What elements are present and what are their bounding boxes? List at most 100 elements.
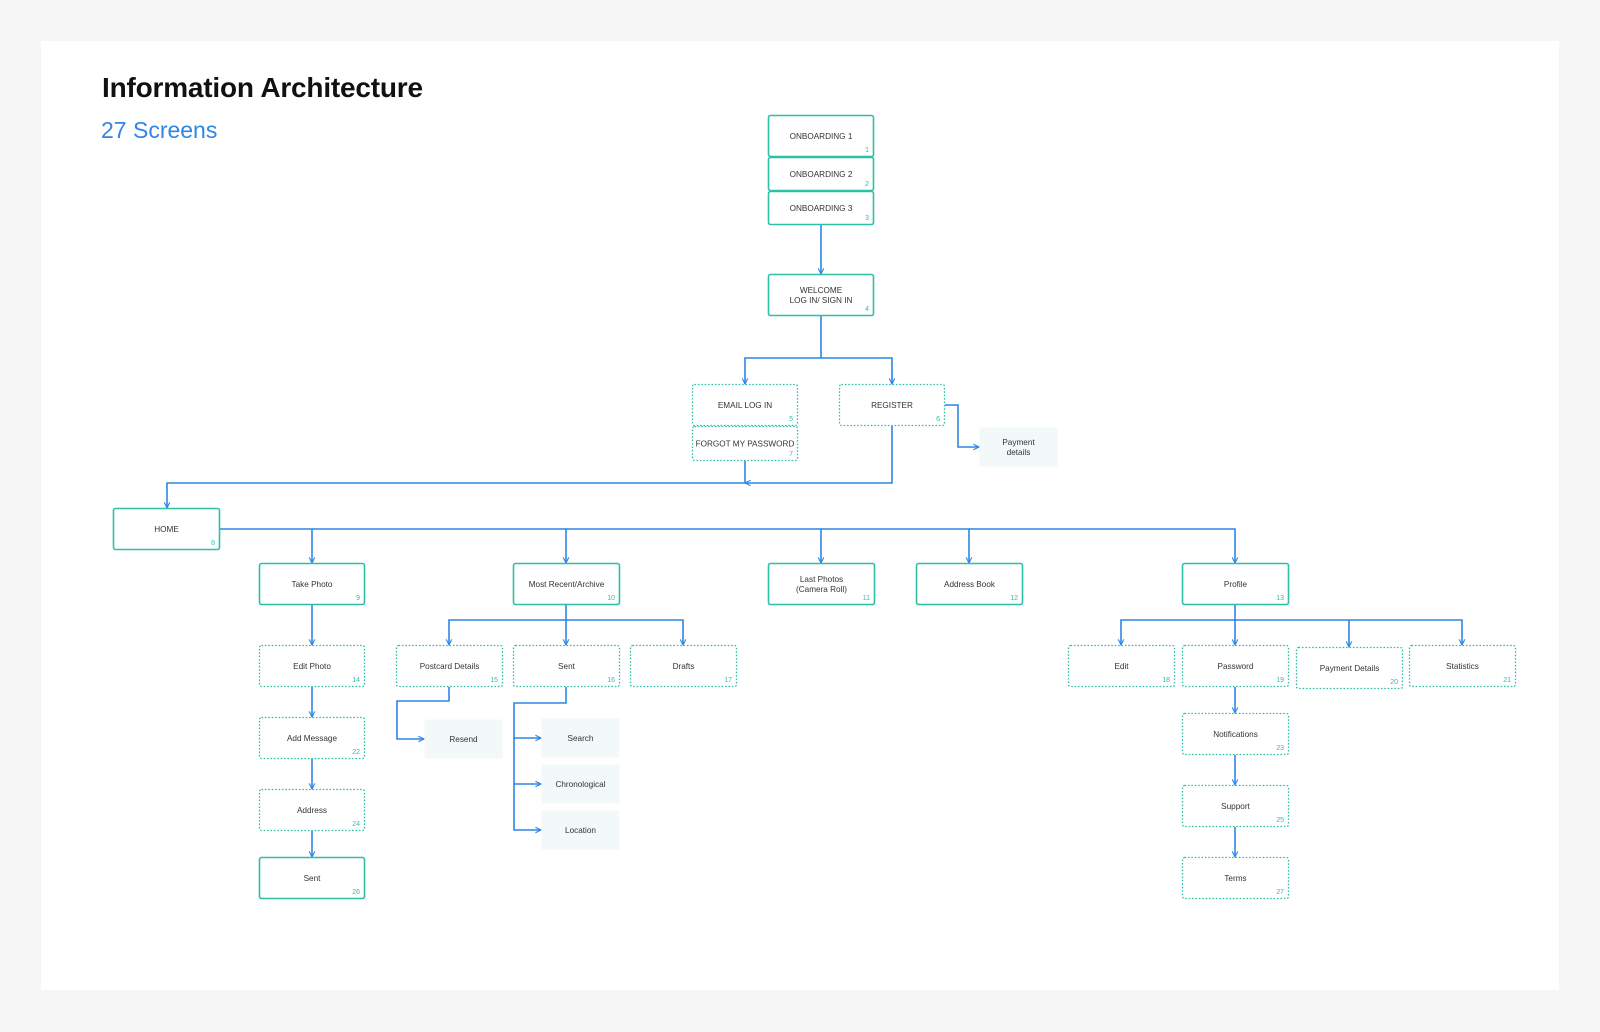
node-box [258, 644, 366, 688]
node-onboarding-3: ONBOARDING 3 3 [767, 190, 875, 226]
connectors [167, 225, 1462, 857]
node-profile: Profile 13 [1181, 562, 1290, 606]
screen-number: 27 [1276, 889, 1284, 896]
screen-number: 5 [789, 416, 793, 423]
screen-number: 10 [607, 595, 615, 602]
node-sent: Sent 16 [512, 644, 621, 688]
node-box [1181, 784, 1290, 828]
node-box [1295, 646, 1404, 690]
connector-welcome-to-register [821, 357, 892, 384]
node-box [1067, 644, 1176, 688]
node-label: Add Message [287, 734, 338, 743]
screen-number: 21 [1503, 677, 1511, 684]
connector-register-to-payment-details-sub [945, 404, 979, 447]
node-label: FORGOT MY PASSWORD [696, 440, 795, 449]
node-box [258, 788, 366, 832]
screen-number: 17 [724, 677, 732, 684]
node-box [258, 562, 366, 606]
screen-number: 3 [865, 215, 869, 222]
node-home: HOME 8 [112, 507, 221, 551]
screen-number: 22 [352, 749, 360, 756]
node-onboarding-2: ONBOARDING 22 [767, 156, 875, 192]
connector-home-to-address-book [821, 528, 969, 563]
connector-home-to-profile [969, 528, 1235, 563]
connector-profile-to-payment-details [1235, 619, 1349, 647]
node-label: Sent [304, 874, 322, 883]
connector-home-to-take-photo [220, 528, 312, 563]
node-label: Location [565, 826, 596, 835]
node-label: (Camera Roll) [796, 585, 847, 594]
screen-number: 11 [863, 595, 870, 602]
node-box [258, 716, 366, 760]
node-label: Postcard Details [420, 662, 480, 671]
connector-sent-to-chronological [513, 738, 541, 784]
node-label: details [1007, 448, 1031, 457]
screen-number: 15 [490, 677, 498, 684]
node-box [767, 562, 876, 606]
node-box [691, 425, 799, 462]
screen-number: 8 [211, 540, 215, 547]
connector-register-to-home [745, 426, 893, 483]
node-box [1408, 644, 1517, 688]
node-label: Address Book [944, 580, 996, 589]
node-label: ONBOARDING 3 [790, 204, 853, 213]
connector-most-recent-to-postcard-details [449, 605, 567, 645]
node-label: Take Photo [292, 580, 333, 589]
connector-profile-to-statistics [1349, 619, 1462, 645]
node-box [691, 383, 799, 427]
node-box [767, 273, 875, 317]
screen-number: 13 [1276, 595, 1284, 602]
node-label: Profile [1224, 580, 1248, 589]
node-postcard-details: Postcard Details 15 [395, 644, 504, 688]
node-location: Location [541, 810, 620, 850]
screen-number: 26 [352, 889, 360, 896]
node-box [541, 764, 620, 804]
node-label: LOG IN/ SIGN IN [790, 296, 853, 305]
node-label: Notifications [1213, 730, 1258, 739]
node-box [258, 856, 366, 900]
screen-number: 7 [789, 451, 793, 458]
screen-number: 16 [607, 677, 615, 684]
connector-welcome-to-email-log-in [745, 316, 822, 384]
node-box [629, 644, 738, 688]
screen-number: 4 [865, 306, 869, 313]
node-label: Search [568, 734, 594, 743]
node-add-message: Add Message 22 [258, 716, 366, 760]
screen-number: 9 [356, 595, 360, 602]
screen-number: 25 [1276, 817, 1284, 824]
node-box [512, 562, 621, 606]
node-box [395, 644, 504, 688]
page-title: Information Architecture [102, 72, 423, 103]
connector-profile-to-edit [1121, 605, 1236, 645]
node-box [112, 507, 221, 551]
node-label: Sent [558, 662, 576, 671]
screen-number: 20 [1390, 679, 1398, 686]
screen-number: 19 [1276, 677, 1284, 684]
screen-number: 18 [1162, 677, 1170, 684]
connector-forgot-password-to-home [167, 461, 746, 508]
node-box [424, 719, 503, 759]
node-label: ONBOARDING 2 [790, 170, 853, 179]
screen-number: 1 [865, 147, 869, 154]
node-label: Drafts [673, 662, 695, 671]
node-label: Last Photos [800, 575, 843, 584]
node-label: Most Recent/Archive [529, 580, 605, 589]
node-box [541, 718, 620, 758]
node-label: Edit Photo [293, 662, 331, 671]
connector-sent-to-search [513, 687, 567, 738]
node-label: Payment [1002, 438, 1035, 447]
connector-sent-to-location [513, 784, 541, 830]
node-box [1181, 856, 1290, 900]
node-box [767, 190, 875, 226]
node-label: HOME [154, 525, 179, 534]
node-email-log-in: EMAIL LOG IN 5 [691, 383, 799, 427]
node-box [1181, 712, 1290, 756]
node-label: EMAIL LOG IN [718, 401, 772, 410]
